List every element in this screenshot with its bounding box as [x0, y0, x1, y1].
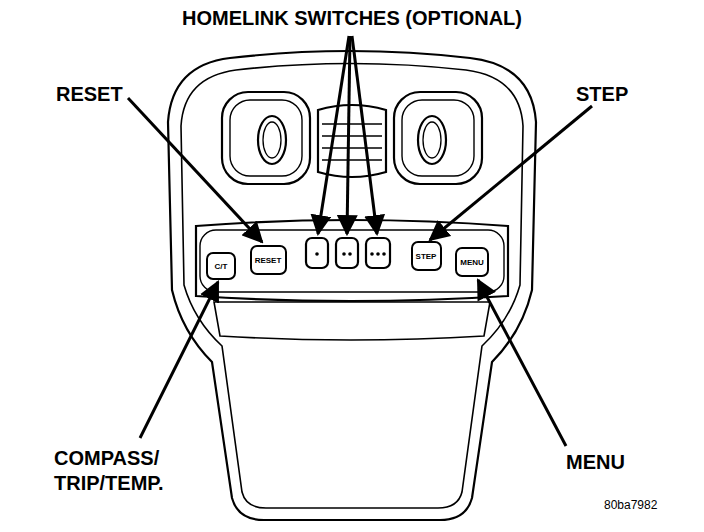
- button-label: C/T: [215, 262, 228, 271]
- step-button: STEP: [411, 241, 442, 271]
- menu-label: MENU: [566, 450, 625, 475]
- figure-number: 80ba7982: [604, 498, 657, 513]
- step-label: STEP: [576, 82, 628, 107]
- homelink-label: HOMELINK SWITCHES (OPTIONAL): [182, 6, 522, 31]
- compass-trip-button: C/T: [206, 252, 236, 280]
- reset-label: RESET: [56, 82, 123, 107]
- button-label: STEP: [416, 252, 437, 261]
- compass-trip-temp-label: COMPASS/ TRIP/TEMP.: [54, 446, 184, 496]
- menu-button: MENU: [455, 247, 489, 277]
- reset-button: RESET: [250, 245, 287, 275]
- button-label: RESET: [255, 256, 282, 265]
- button-label: MENU: [460, 258, 484, 267]
- leader-lines: [128, 36, 592, 446]
